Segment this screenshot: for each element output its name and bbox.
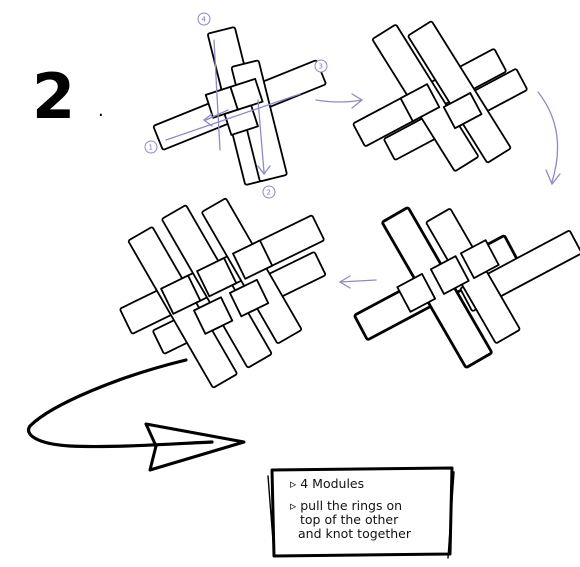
panel-1-module-start: 1 2 3 4	[145, 13, 327, 198]
return-arrow-head	[146, 424, 244, 470]
svg-text:1: 1	[149, 144, 153, 152]
marker-1: 1	[145, 141, 157, 153]
note-line-4: and knot together	[298, 526, 412, 541]
return-arrow-stroke	[29, 360, 212, 447]
arrow-to-panel-4	[340, 276, 376, 288]
panel-2-woven-module	[353, 7, 528, 180]
svg-text:4: 4	[202, 16, 207, 24]
step-heading: 2 .	[32, 60, 104, 133]
arrow-to-panel-2	[316, 94, 362, 108]
svg-text:3: 3	[319, 63, 323, 71]
panel-4-four-modules	[120, 186, 339, 388]
step-number-dot: .	[98, 100, 104, 121]
step-number: 2	[32, 60, 75, 133]
marker-4: 4	[198, 13, 210, 25]
marker-3: 3	[315, 60, 327, 72]
note-line-3: top of the other	[300, 512, 399, 527]
svg-text:2: 2	[267, 189, 271, 197]
note-line-1: ▹ 4 Modules	[290, 476, 364, 491]
arrow-to-panel-3	[538, 92, 560, 184]
panel-3-two-modules	[354, 189, 580, 367]
note-box: ▹ 4 Modules ▹ pull the rings on top of t…	[268, 468, 454, 558]
note-line-2: ▹ pull the rings on	[290, 498, 402, 513]
marker-2: 2	[263, 186, 275, 198]
